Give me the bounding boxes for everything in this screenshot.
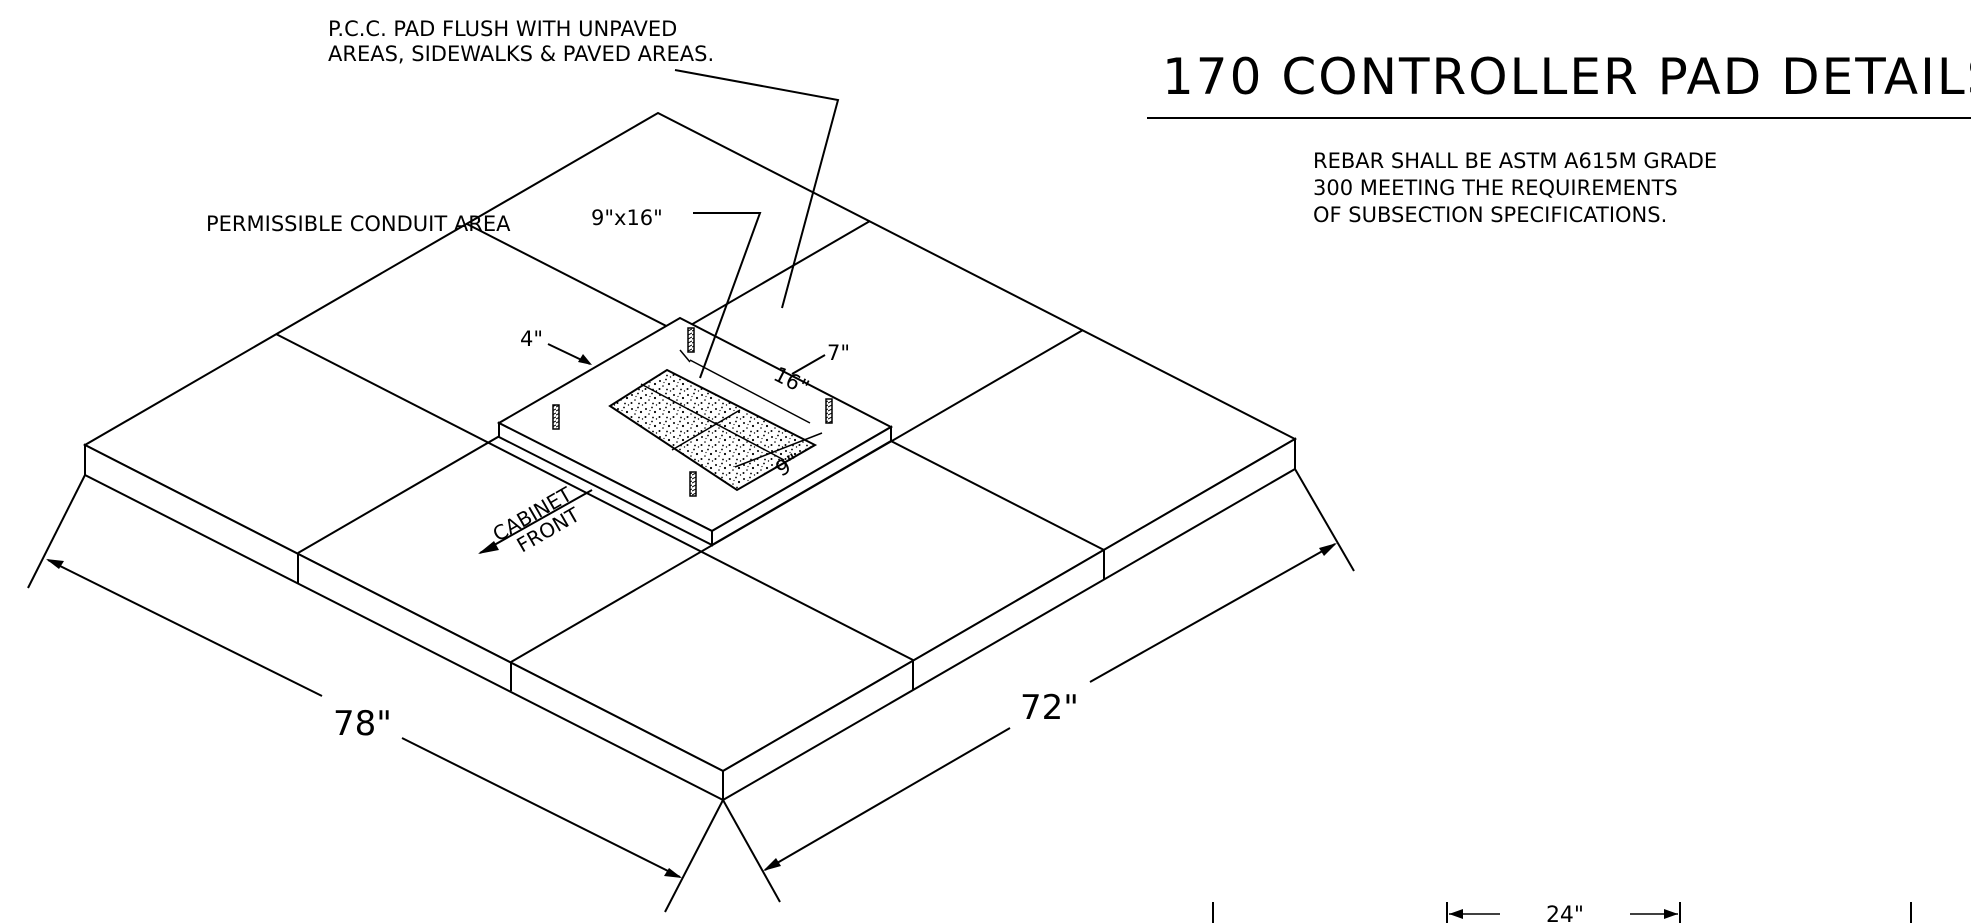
rebar-anchor — [825, 398, 833, 424]
pad-78-dim-line-a — [47, 559, 323, 697]
drawing-title: 170 CONTROLLER PAD DETAILS — [1162, 48, 1971, 106]
width-9-dim-line — [734, 432, 823, 468]
opening-divider — [640, 383, 785, 461]
rebar-anchor — [687, 327, 695, 353]
conduit-opening — [608, 368, 818, 492]
detail-24-label: 24" — [1546, 903, 1584, 923]
rebar-note-line-1: REBAR SHALL BE ASTM A615M GRADE — [1313, 149, 1717, 173]
pad-72-arrowhead — [1319, 543, 1337, 556]
rebar-note-line-2: 300 MEETING THE REQUIREMENTS — [1313, 176, 1678, 200]
cabinet-front-arrow — [479, 489, 593, 554]
pad-78-ext-left — [27, 474, 86, 589]
rebar-anchor — [689, 471, 697, 497]
pad-78-arrowhead — [46, 559, 64, 569]
offset-4-label: 4" — [520, 327, 543, 351]
grid-line — [275, 333, 914, 661]
pad-72-dim-line-b — [1089, 543, 1336, 683]
pad-78-dim-line-b — [401, 737, 681, 878]
pad-72-dim-line-a — [764, 727, 1011, 871]
opening-size-label: 9"x16" — [591, 206, 663, 230]
pad-72-ext-right — [1294, 468, 1355, 572]
pcc-pad-label-line-2: AREAS, SIDEWALKS & PAVED AREAS. — [328, 42, 714, 66]
pad-72-arrowhead — [763, 858, 781, 871]
offset-7-label: 7" — [827, 341, 850, 365]
offset-7-leader — [791, 354, 826, 375]
base-right-side — [711, 425, 892, 547]
pad-72-ext-left — [722, 799, 781, 903]
cabinet-front-arrowhead — [478, 541, 499, 554]
pad-78-label: 78" — [333, 704, 392, 744]
opening-size-leader — [693, 212, 762, 379]
length-16-ext — [679, 349, 691, 363]
pad-78-ext-right — [664, 799, 724, 913]
pad-78-arrowhead — [664, 868, 682, 878]
detail-24-arrowhead — [1449, 909, 1463, 919]
opening-divider — [671, 409, 741, 451]
detail-24-arrowhead — [1664, 909, 1678, 919]
pad-72-label: 72" — [1020, 688, 1079, 728]
offset-4-arrowhead — [578, 354, 592, 365]
pcc-pad-label-line-1: P.C.C. PAD FLUSH WITH UNPAVED — [328, 17, 677, 41]
rebar-note-line-3: OF SUBSECTION SPECIFICATIONS. — [1313, 203, 1667, 227]
annotation-lines — [27, 69, 1355, 913]
section-detail-partial: 24" — [1212, 902, 1912, 923]
conduit-area-label: PERMISSIBLE CONDUIT AREA — [206, 212, 511, 236]
pcc-pad-leader — [674, 69, 840, 309]
controller-base — [496, 316, 894, 547]
length-16-dim-line — [689, 359, 811, 424]
rebar-anchor — [552, 404, 560, 430]
